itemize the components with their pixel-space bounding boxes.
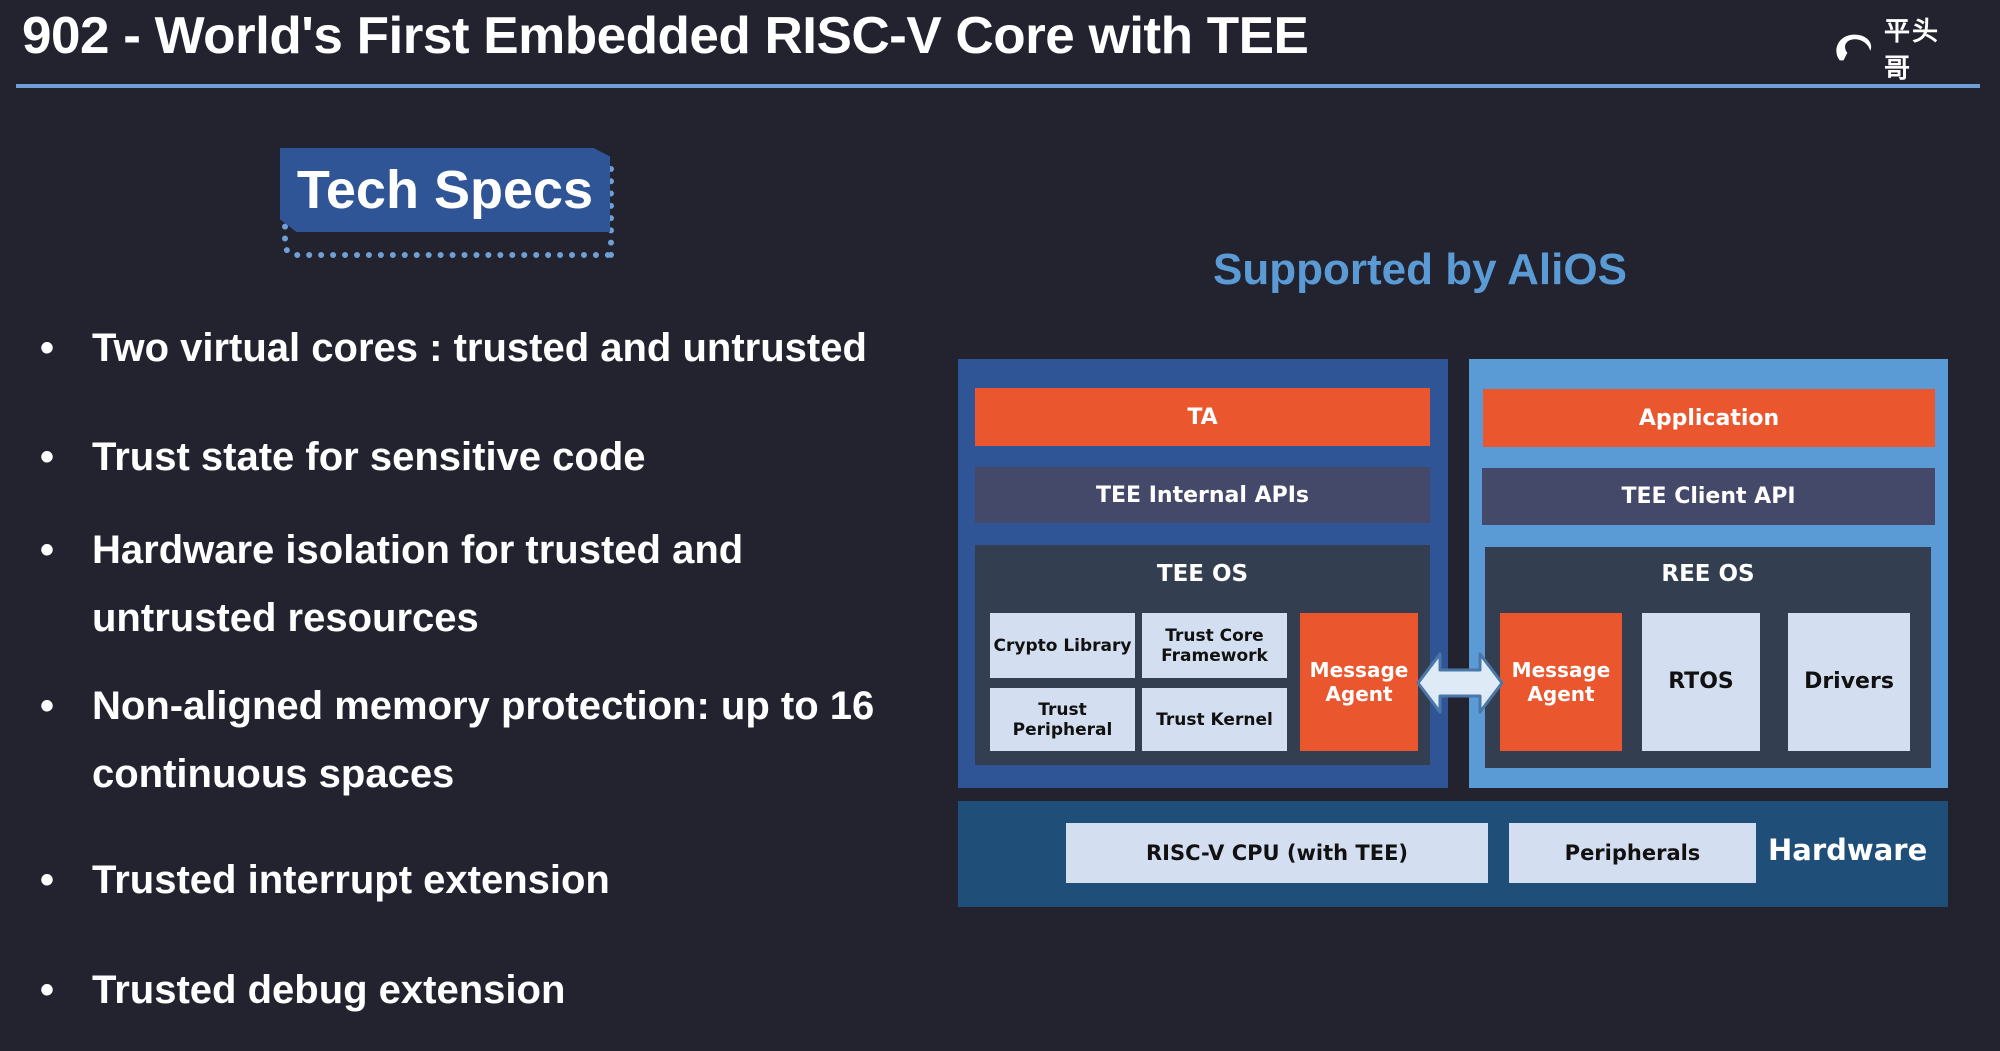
trust-core-framework-box: Trust Core Framework	[1142, 613, 1287, 678]
trust-kernel-label: Trust Kernel	[1156, 709, 1273, 730]
ree-panel: Application TEE Client API REE OS Messag…	[1469, 359, 1948, 788]
tee-message-agent-label: Message Agent	[1309, 658, 1409, 706]
tee-internal-apis-label: TEE Internal APIs	[1096, 482, 1309, 508]
ree-message-agent-label: Message Agent	[1511, 658, 1611, 706]
crypto-library-box: Crypto Library	[990, 613, 1135, 678]
spec-bullet-text: Hardware isolation for trusted and untru…	[92, 528, 744, 640]
rtos-box: RTOS	[1642, 613, 1760, 751]
hardware-layer: RISC-V CPU (with TEE) Peripherals Hardwa…	[958, 801, 1948, 907]
rtos-label: RTOS	[1668, 669, 1734, 694]
application-layer: Application	[1483, 389, 1935, 447]
trust-kernel-box: Trust Kernel	[1142, 688, 1287, 751]
brand-logo-text: 平头哥	[1884, 17, 1941, 84]
brand-logo: 平头哥	[1834, 17, 1964, 84]
bullet-dot-icon: •	[40, 528, 55, 572]
diagram-title: Supported by AliOS	[1213, 245, 1627, 294]
tee-client-api-label: TEE Client API	[1621, 484, 1796, 509]
tee-client-api-layer: TEE Client API	[1482, 468, 1935, 525]
drivers-box: Drivers	[1788, 613, 1910, 751]
bullet-dot-icon: •	[40, 435, 55, 479]
tee-os-label: TEE OS	[1156, 561, 1249, 587]
spec-bullet-text: Two virtual cores : trusted and untruste…	[92, 326, 867, 370]
slide-title: 902 - World's First Embedded RISC-V Core…	[22, 7, 1309, 65]
trust-peripheral-label: Trust Peripheral	[1012, 699, 1113, 740]
bidirectional-arrow-icon	[1416, 652, 1504, 714]
tee-panel: TA TEE Internal APIs TEE OS Crypto Libra…	[958, 359, 1448, 788]
application-label: Application	[1638, 405, 1780, 431]
spec-bullet-text: Trusted debug extension	[92, 968, 566, 1012]
trust-core-framework-label: Trust Core Framework	[1161, 625, 1268, 666]
tee-message-agent: Message Agent	[1300, 613, 1418, 751]
spec-bullet-text: Trusted interrupt extension	[92, 858, 610, 902]
spec-bullet-text: Non-aligned memory protection: up to 16 …	[92, 684, 875, 796]
ta-layer: TA	[975, 388, 1430, 446]
risc-v-cpu-box: RISC-V CPU (with TEE)	[1066, 823, 1488, 883]
peripherals-box: Peripherals	[1509, 823, 1756, 883]
bullet-dot-icon: •	[40, 326, 55, 370]
risc-v-cpu-label: RISC-V CPU (with TEE)	[1145, 841, 1409, 865]
tech-specs-badge: Tech Specs	[280, 148, 610, 232]
drivers-label: Drivers	[1804, 669, 1894, 694]
tech-specs-label: Tech Specs	[296, 160, 594, 220]
title-divider	[16, 84, 1980, 88]
spec-bullet-text: Trust state for sensitive code	[92, 435, 646, 479]
crypto-library-label: Crypto Library	[993, 635, 1132, 656]
ree-os-label: REE OS	[1661, 561, 1755, 587]
ree-os-box: REE OS Message Agent RTOS Drivers	[1485, 547, 1931, 768]
bullet-dot-icon: •	[40, 858, 55, 902]
tee-os-box: TEE OS Crypto Library Trust Core Framewo…	[975, 545, 1430, 765]
bullet-dot-icon: •	[40, 684, 55, 728]
tee-internal-apis-layer: TEE Internal APIs	[975, 467, 1430, 523]
bullet-dot-icon: •	[40, 968, 55, 1012]
trust-peripheral-box: Trust Peripheral	[990, 688, 1135, 751]
hardware-label: Hardware	[1768, 833, 1928, 867]
ree-message-agent: Message Agent	[1500, 613, 1622, 751]
ta-label: TA	[1187, 404, 1218, 430]
pingtouge-logo-icon	[1836, 34, 1872, 61]
peripherals-label: Peripherals	[1564, 841, 1701, 865]
